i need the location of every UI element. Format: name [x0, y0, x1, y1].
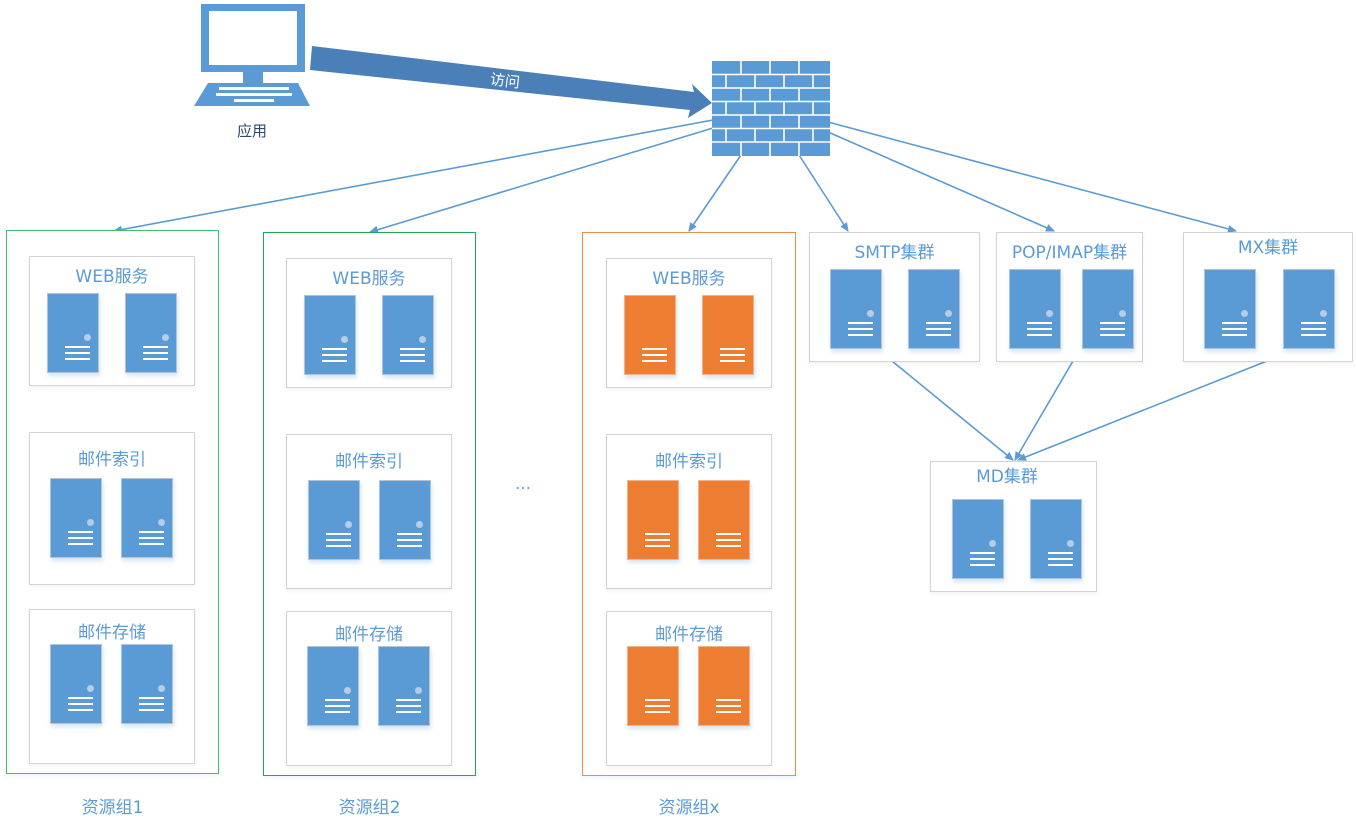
resource-group-x[interactable]: WEB服务 邮件索引 邮件存储 — [582, 232, 796, 776]
connector-mx-to-md — [1017, 360, 1268, 461]
service-box-web[interactable]: WEB服务 — [286, 258, 452, 388]
server-icon — [308, 480, 360, 560]
server-icon — [627, 480, 679, 560]
service-box-web[interactable]: WEB服务 — [29, 256, 195, 386]
server-icon — [50, 478, 102, 558]
service-label: 邮件索引 — [335, 452, 403, 472]
access-arrow — [310, 46, 712, 118]
service-label: 邮件索引 — [655, 452, 723, 472]
server-icon — [304, 295, 356, 375]
server-icon — [125, 293, 177, 373]
server-icon — [378, 646, 430, 726]
service-label: 邮件存储 — [78, 623, 146, 643]
server-icon — [698, 646, 750, 726]
service-box-mail-storage[interactable]: 邮件存储 — [29, 609, 195, 764]
server-icon — [1009, 269, 1061, 349]
service-box-mail-storage[interactable]: 邮件存储 — [286, 611, 452, 766]
server-icon — [379, 480, 431, 560]
service-box-mail-index[interactable]: 邮件索引 — [286, 434, 452, 589]
client-label: 应用 — [236, 122, 267, 140]
server-icon — [830, 269, 882, 349]
server-icon — [121, 644, 173, 724]
resource-group-2[interactable]: WEB服务 邮件索引 邮件存储 — [263, 232, 476, 776]
server-icon — [382, 295, 434, 375]
server-icon — [698, 480, 750, 560]
service-box-mail-index[interactable]: 邮件索引 — [29, 432, 195, 585]
service-label: WEB服务 — [75, 267, 149, 287]
server-icon — [627, 646, 679, 726]
server-icon — [1082, 269, 1134, 349]
more-groups-ellipsis: … — [515, 474, 531, 493]
service-box-mail-index[interactable]: 邮件索引 — [606, 434, 772, 589]
server-icon — [307, 646, 359, 726]
connector-firewall-to-mx — [827, 121, 1237, 233]
connector-firewall-to-group2 — [369, 127, 714, 234]
cluster-box-pop-imap[interactable]: POP/IMAP集群 — [996, 232, 1143, 362]
cluster-label: MX集群 — [1237, 238, 1299, 258]
service-label: WEB服务 — [652, 269, 726, 289]
resource-group-1-label: 资源组1 — [81, 798, 144, 818]
server-icon — [1204, 269, 1256, 349]
server-icon — [952, 499, 1004, 579]
cluster-box-smtp[interactable]: SMTP集群 — [809, 232, 980, 362]
connector-firewall-to-groupx — [688, 154, 742, 232]
desktop-computer-icon — [194, 4, 310, 106]
connector-popimap-to-md — [1014, 360, 1074, 461]
connector-firewall-to-popimap — [827, 131, 1055, 232]
server-icon — [47, 293, 99, 373]
service-label: 邮件存储 — [335, 625, 403, 645]
server-icon — [624, 295, 676, 375]
cluster-label: MD集群 — [976, 467, 1038, 487]
service-label: WEB服务 — [332, 269, 406, 289]
cluster-box-mx[interactable]: MX集群 — [1183, 232, 1353, 362]
server-icon — [1283, 269, 1335, 349]
server-icon — [908, 269, 960, 349]
server-icon — [702, 295, 754, 375]
connector-firewall-to-group1 — [113, 119, 714, 234]
server-icon — [50, 644, 102, 724]
access-arrow-label: 访问 — [488, 70, 521, 92]
resource-group-1[interactable]: WEB服务 邮件索引 邮件存储 — [6, 230, 219, 774]
service-label: 邮件索引 — [78, 450, 146, 470]
cluster-label: POP/IMAP集群 — [1011, 243, 1128, 263]
server-icon — [121, 478, 173, 558]
connector-firewall-to-smtp — [798, 154, 849, 232]
resource-group-2-label: 资源组2 — [338, 798, 401, 818]
service-box-mail-storage[interactable]: 邮件存储 — [606, 611, 772, 766]
firewall-brick-wall-icon — [712, 61, 830, 156]
connector-smtp-to-md — [891, 360, 1014, 461]
server-icon — [1030, 499, 1082, 579]
service-box-web[interactable]: WEB服务 — [606, 258, 772, 388]
cluster-label: SMTP集群 — [854, 243, 935, 263]
cluster-box-md[interactable]: MD集群 — [930, 461, 1097, 592]
resource-group-x-label: 资源组x — [658, 798, 720, 818]
service-label: 邮件存储 — [655, 625, 723, 645]
